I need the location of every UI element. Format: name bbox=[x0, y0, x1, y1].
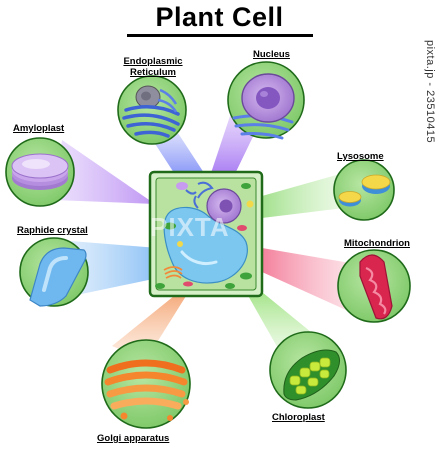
lysosome-ray bbox=[262, 174, 344, 218]
overlay-watermark: PIXTA bbox=[150, 212, 230, 242]
side-watermark: pixta.jp - 23510415 bbox=[424, 40, 436, 144]
cell-mitochondrion bbox=[237, 225, 247, 231]
cell-chloroplast bbox=[155, 283, 165, 289]
nucleus-bubble bbox=[227, 61, 305, 140]
label-er-line1: Endoplasmic bbox=[123, 56, 183, 67]
cell-er bbox=[185, 181, 214, 209]
cell bbox=[148, 170, 264, 298]
label-mitochondrion: Mitochondrion bbox=[344, 238, 410, 249]
cell-golgi bbox=[163, 266, 183, 279]
label-lysosome: Lysosome bbox=[337, 151, 384, 162]
label-golgi-apparatus: Golgi apparatus bbox=[97, 433, 170, 444]
label-chloroplast: Chloroplast bbox=[272, 412, 325, 423]
mitochondrion-ray bbox=[262, 248, 356, 310]
label-amyloplast: Amyloplast bbox=[13, 123, 65, 134]
cell-lysosome bbox=[177, 241, 183, 247]
label-er-line2: Reticulum bbox=[130, 67, 176, 78]
mitochondrion-bubble bbox=[337, 249, 411, 323]
cell-amyloplast bbox=[176, 182, 188, 190]
cell-chloroplast bbox=[241, 183, 251, 189]
cell-nucleolus bbox=[219, 199, 233, 213]
label-raphide-crystal: Raphide crystal bbox=[17, 225, 88, 236]
lysosome-bubble bbox=[333, 159, 395, 221]
vacuole-highlight bbox=[180, 250, 218, 266]
er-bubble bbox=[117, 75, 187, 145]
cell-mitochondrion bbox=[183, 281, 193, 287]
title-underline bbox=[127, 34, 313, 37]
cell-chloroplast bbox=[164, 222, 176, 230]
page-title: Plant Cell bbox=[155, 2, 284, 32]
cell-lysosome bbox=[246, 200, 254, 208]
amyloplast-ray bbox=[54, 140, 155, 204]
cell-chloroplast bbox=[240, 272, 252, 280]
cell-chloroplast bbox=[225, 283, 235, 289]
vacuole bbox=[163, 206, 248, 284]
chloroplast-bubble bbox=[269, 331, 347, 409]
raphide-bubble bbox=[19, 237, 89, 307]
amyloplast-bubble bbox=[5, 137, 75, 207]
label-endoplasmic-reticulum: Endoplasmic Reticulum bbox=[121, 56, 185, 78]
label-nucleus: Nucleus bbox=[253, 49, 290, 60]
golgi-bubble bbox=[101, 339, 191, 429]
